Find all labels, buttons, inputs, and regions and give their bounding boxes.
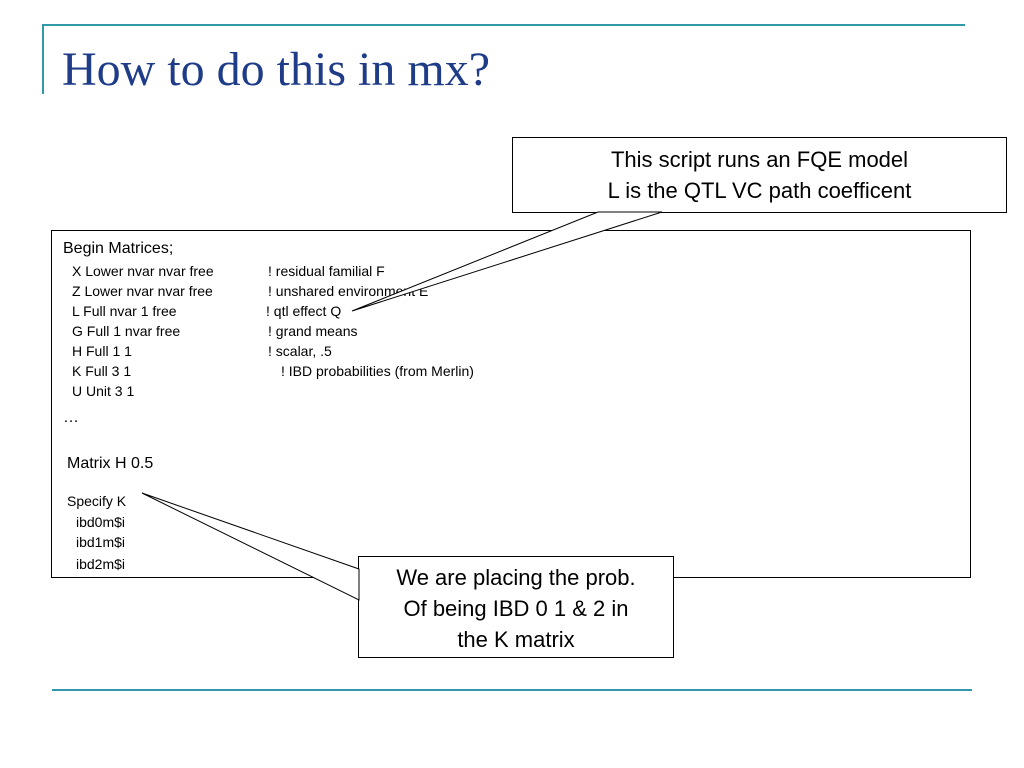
- callout-line: We are placing the prob.: [396, 565, 636, 590]
- callout-model-note: This script runs an FQE model L is the Q…: [512, 137, 1007, 213]
- accent-line-bottom: [52, 689, 972, 691]
- callout-line: L is the QTL VC path coefficent: [607, 178, 912, 203]
- code-decl: H Full 1 1: [72, 343, 132, 359]
- callout-line: This script runs an FQE model: [610, 147, 909, 172]
- accent-line-left: [42, 24, 44, 94]
- code-decl: U Unit 3 1: [72, 383, 135, 399]
- code-decl: G Full 1 nvar free: [72, 323, 181, 339]
- code-matrix-h: Matrix H 0.5: [67, 455, 154, 472]
- code-comment: ! scalar, .5: [268, 343, 332, 359]
- code-comment: ! IBD probabilities (from Merlin): [281, 363, 474, 379]
- callout-line: the K matrix: [457, 627, 575, 652]
- code-comment: ! unshared environment E: [268, 283, 429, 299]
- code-decl: X Lower nvar nvar free: [72, 263, 214, 279]
- slide-title: How to do this in mx?: [62, 43, 490, 96]
- callout-line: Of being IBD 0 1 & 2 in: [403, 596, 629, 621]
- code-decl: Z Lower nvar nvar free: [72, 283, 213, 299]
- code-specify-item: ibd2m$i: [76, 556, 126, 572]
- code-ellipsis: …: [63, 409, 79, 426]
- code-specify-item: ibd1m$i: [76, 534, 126, 550]
- code-decl: K Full 3 1: [72, 363, 132, 379]
- callout-pointer-top: [351, 211, 663, 312]
- code-specify-k: Specify K: [67, 493, 127, 509]
- code-decl: L Full nvar 1 free: [72, 303, 177, 319]
- callout-pointer-bottom: [141, 492, 360, 601]
- code-specify-item: ibd0m$i: [76, 514, 126, 530]
- code-comment: ! grand means: [268, 323, 358, 339]
- code-comment: ! residual familial F: [268, 263, 385, 279]
- accent-line-top: [42, 24, 965, 26]
- code-comment: ! qtl effect Q: [266, 303, 342, 319]
- code-begin-matrices: Begin Matrices;: [63, 240, 174, 257]
- callout-ibd-note: We are placing the prob. Of being IBD 0 …: [358, 556, 674, 658]
